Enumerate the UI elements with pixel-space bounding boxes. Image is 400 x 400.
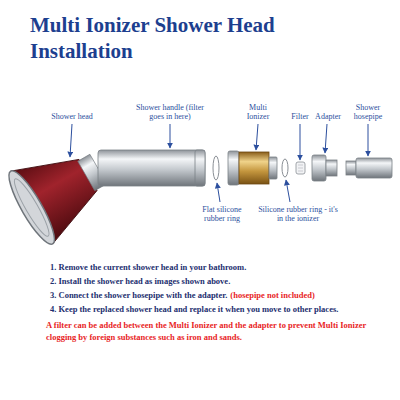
leader-arrow: [286, 180, 290, 202]
leader-arrow: [170, 124, 171, 148]
hosepipe-tip: [346, 161, 356, 175]
adapter-thread: [326, 160, 337, 176]
part-label: Shower handle (filter goes in here): [134, 103, 206, 121]
leader-arrow: [368, 124, 369, 156]
leader-arrows: [70, 124, 368, 202]
step-text: 1. Remove the current shower head in you…: [50, 262, 246, 272]
ionizer-ring: [282, 159, 288, 177]
title: Multi Ionizer Shower Head Installation: [30, 12, 315, 65]
step-text: 4. Keep the replaced shower head and rep…: [50, 304, 338, 314]
leader-arrow: [325, 124, 327, 153]
part-label: Silicone rubber ring - it's in the ioniz…: [256, 205, 340, 223]
step-text: 3. Connect the shower hosepipe with the …: [50, 290, 227, 300]
filter-mesh: [298, 165, 303, 171]
note-text: A filter can be added between the Multi …: [46, 320, 388, 344]
filter-disc: [296, 162, 305, 174]
part-label: Filter: [285, 112, 315, 121]
leader-arrow: [217, 183, 220, 202]
hosepipe-nut: [356, 158, 392, 178]
part-label: Adapter: [309, 112, 347, 121]
part-label: Shower head: [50, 112, 94, 121]
shower-handle-end: [195, 150, 205, 186]
shower-head-face: [2, 166, 61, 249]
leader-arrow: [70, 124, 72, 157]
adapter-nut: [312, 155, 326, 181]
warning-text: (hosepipe not included): [230, 290, 315, 300]
part-label: Flat silicone rubber ring: [192, 205, 252, 223]
ionizer-cap: [228, 151, 239, 185]
part-label: Shower hosepipe: [346, 103, 390, 121]
shower-head-nozzles: [10, 176, 53, 239]
ionizer-body: [239, 152, 269, 184]
flat-ring: [213, 156, 219, 180]
ionizer-end: [269, 157, 277, 179]
shower-handle: [98, 150, 205, 186]
leader-arrow: [300, 124, 301, 160]
leader-arrow: [256, 124, 258, 150]
step-text: 2. Install the shower head as images sho…: [50, 276, 230, 286]
part-label: Multi Ionizer: [237, 103, 279, 121]
